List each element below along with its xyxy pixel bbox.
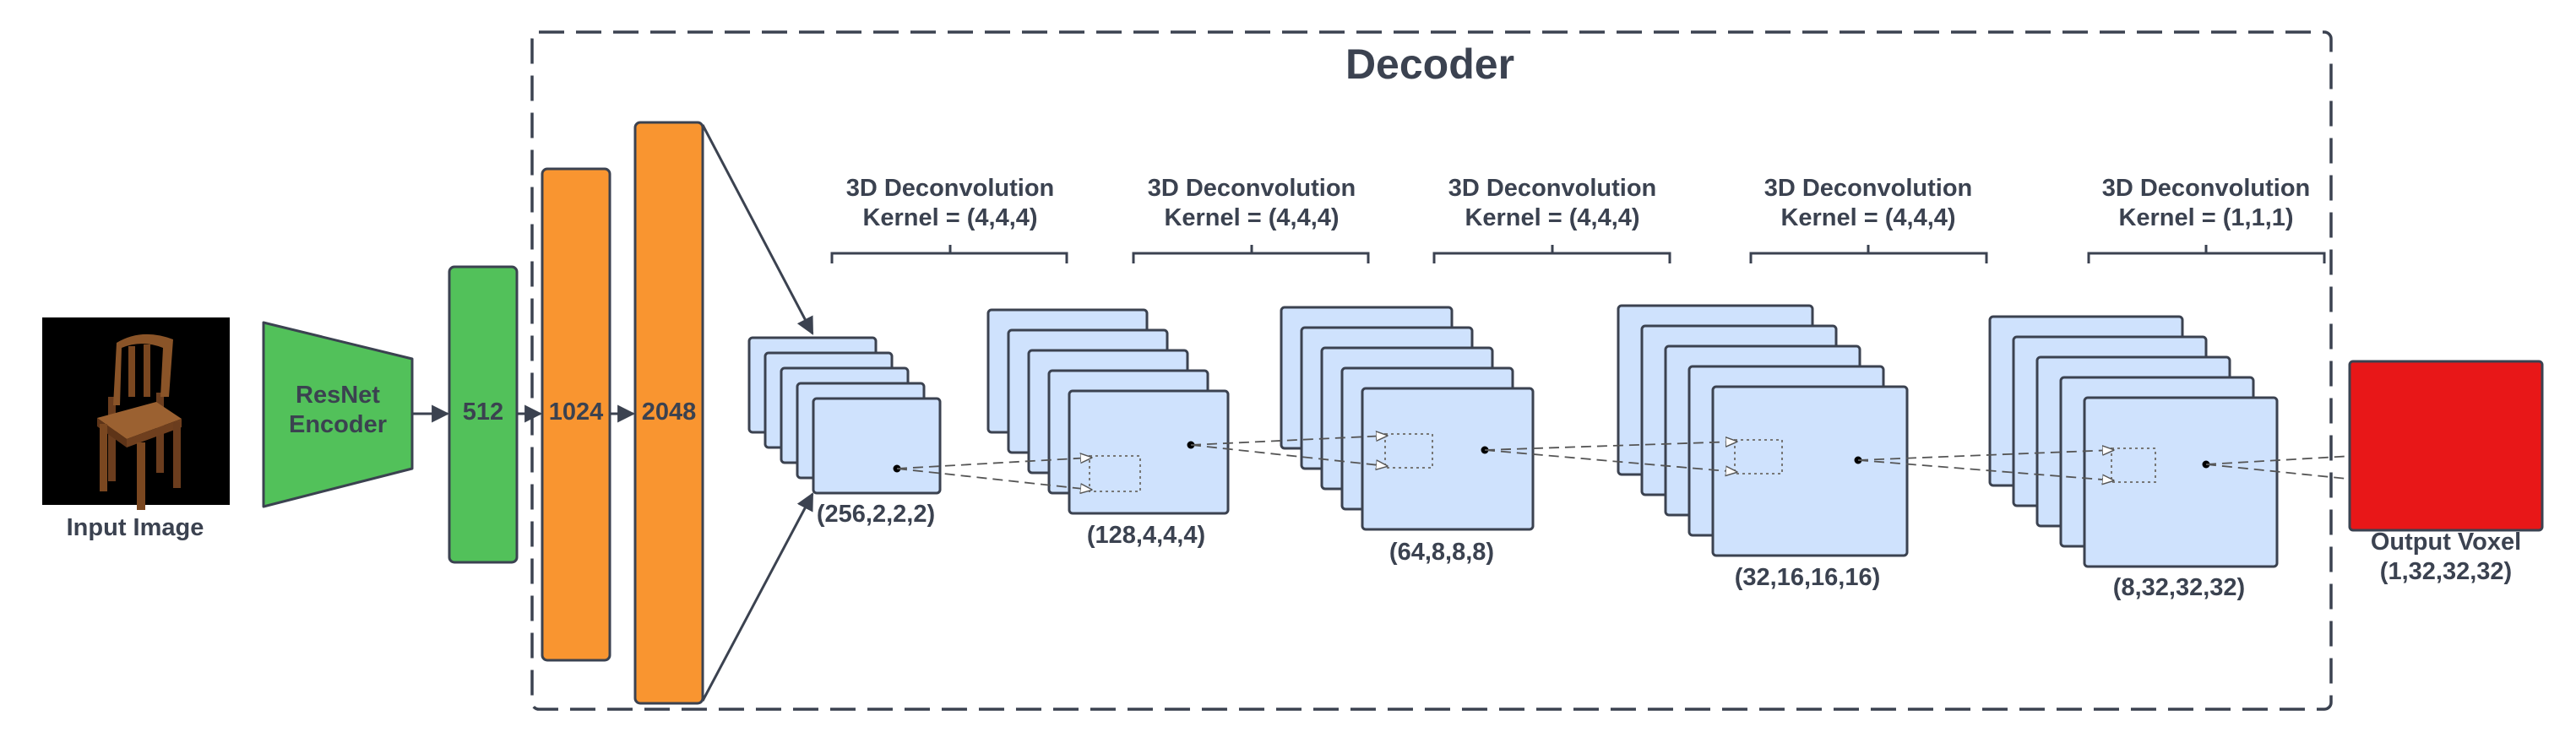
- output-voxel-label: Output Voxel: [2371, 529, 2521, 556]
- stage-5-shape: (8,32,32,32): [2113, 574, 2245, 601]
- stage-3-header: 3D Deconvolution Kernel = (4,4,4): [1432, 175, 1671, 263]
- connection-2-line-2: [1190, 444, 1387, 466]
- input-image-label: Input Image: [67, 514, 204, 541]
- stage-5-brace: [2087, 245, 2326, 263]
- stage-4-shape: (32,16,16,16): [1735, 564, 1881, 591]
- resnet-encoder-label-line1: ResNet: [296, 382, 380, 409]
- connection-3-target-box: [1734, 439, 1783, 475]
- stage-3-shape: (64,8,8,8): [1389, 539, 1494, 566]
- stage-1-kernel: Kernel = (4,4,4): [862, 204, 1037, 231]
- stage-5-feature-stack: [1988, 315, 2279, 568]
- decoder-title: Decoder: [1345, 41, 1514, 88]
- connection-4-line-1: [1857, 450, 2113, 461]
- stage-1-header: 3D Deconvolution Kernel = (4,4,4): [830, 175, 1068, 263]
- feature-map-4-1: [1711, 385, 1909, 557]
- stage-3-title: 3D Deconvolution: [1448, 175, 1657, 202]
- connection-2-target-box: [1384, 433, 1433, 469]
- feature-map-5-1: [2083, 396, 2279, 568]
- output-voxel-block: [2348, 360, 2544, 532]
- reshape-arrow-bottom: [701, 492, 814, 702]
- fc-2048-block: [633, 121, 704, 705]
- connection-1-line-2: [896, 468, 1091, 490]
- fc-1024-label: 1024: [549, 399, 604, 426]
- stage-2-brace: [1132, 245, 1370, 263]
- decoder-container: [530, 30, 2333, 711]
- stage-2-feature-stack: [986, 308, 1230, 515]
- feature-map-1-1: [812, 397, 942, 495]
- reshape-arrow-top: [701, 124, 814, 335]
- resnet-encoder-label-line2: Encoder: [289, 411, 387, 438]
- chair-icon: [97, 334, 182, 510]
- resnet-encoder-block: [262, 321, 414, 508]
- connection-2-line-1: [1190, 436, 1387, 446]
- connection-4-line-2: [1857, 459, 2113, 480]
- connection-4-target-box: [2111, 447, 2156, 483]
- connection-3-line-2: [1484, 449, 1736, 472]
- stage-1-shape: (256,2,2,2): [817, 501, 935, 528]
- stage-5-title: 3D Deconvolution: [2102, 175, 2311, 202]
- stage-1-feature-stack: [747, 336, 942, 495]
- feature-map-3-1: [1361, 387, 1535, 531]
- stage-4-brace: [1749, 245, 1988, 263]
- stage-4-kernel: Kernel = (4,4,4): [1780, 204, 1955, 231]
- output-voxel-shape: (1,32,32,32): [2380, 558, 2512, 585]
- stage-3-feature-stack: [1280, 306, 1535, 531]
- stage-4-title: 3D Deconvolution: [1764, 175, 1973, 202]
- stage-1-brace: [830, 245, 1068, 263]
- stage-2-kernel: Kernel = (4,4,4): [1164, 204, 1339, 231]
- connection-3-line-1: [1484, 442, 1736, 451]
- feature-map-stacks: [747, 304, 2279, 568]
- stage-3-kernel: Kernel = (4,4,4): [1465, 204, 1639, 231]
- feature-map-2-1: [1068, 389, 1230, 515]
- stage-1-title: 3D Deconvolution: [846, 175, 1055, 202]
- stage-4-header: 3D Deconvolution Kernel = (4,4,4): [1749, 175, 1988, 263]
- stage-3-brace: [1432, 245, 1671, 263]
- fc-2048-label: 2048: [642, 399, 697, 426]
- stage-2-shape: (128,4,4,4): [1087, 522, 1205, 549]
- stage-5-header: 3D Deconvolution Kernel = (1,1,1): [2087, 175, 2326, 263]
- stage-5-kernel: Kernel = (1,1,1): [2118, 204, 2293, 231]
- stage-4-feature-stack: [1617, 304, 1909, 557]
- input-image: [42, 317, 230, 510]
- connection-1-target-box: [1089, 455, 1141, 492]
- stage-2-header: 3D Deconvolution Kernel = (4,4,4): [1132, 175, 1370, 263]
- stage-2-title: 3D Deconvolution: [1148, 175, 1356, 202]
- fc-512-label: 512: [463, 399, 503, 426]
- connection-1-line-1: [896, 458, 1091, 469]
